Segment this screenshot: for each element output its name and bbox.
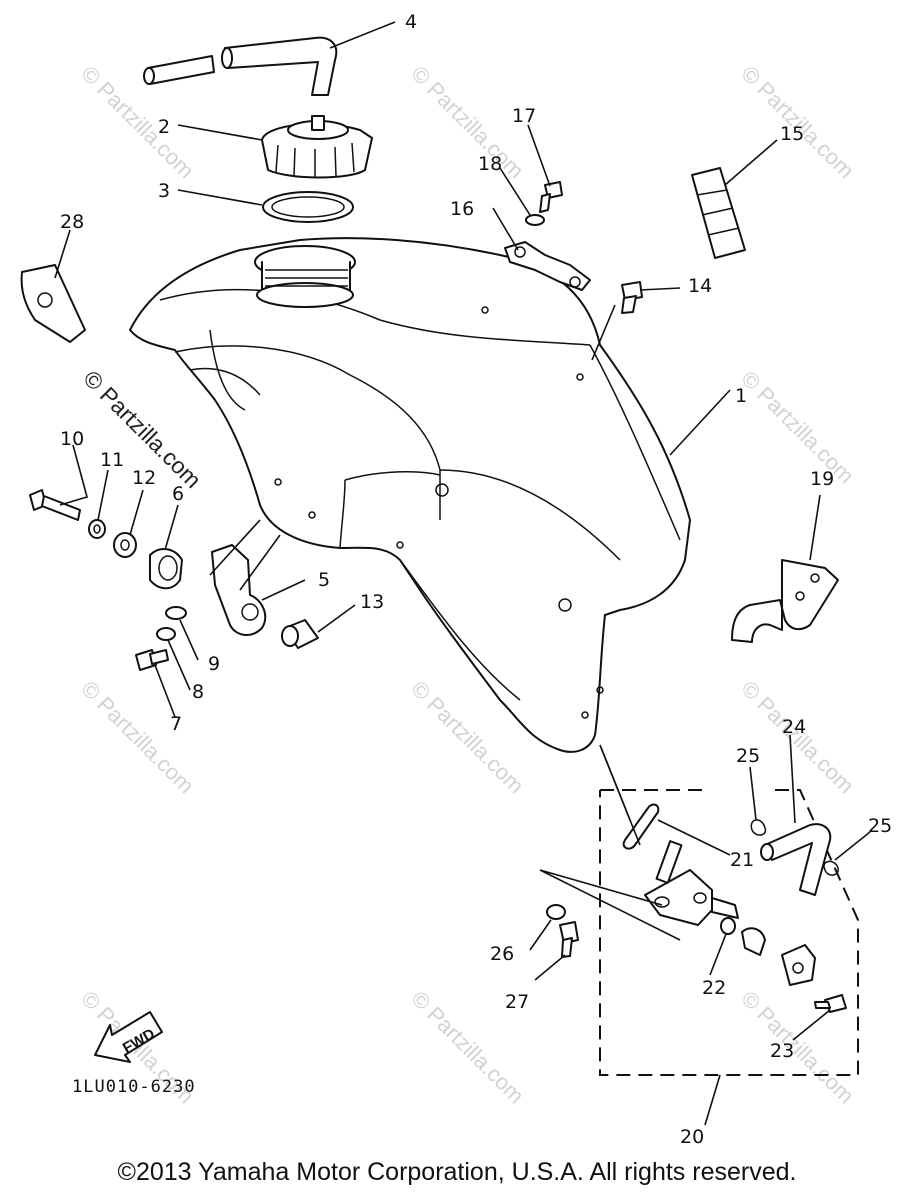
callout-6: 6 [172,483,184,505]
bolt-17 [539,181,563,213]
callout-14: 14 [688,275,712,297]
stay-19 [731,559,839,643]
watermark: © Partzilla.com [736,366,859,489]
callout-1: 1 [735,385,747,407]
damper-6 [149,548,183,590]
bracket-16 [504,241,591,291]
copyright-notice: ©2013 Yamaha Motor Corporation, U.S.A. A… [117,1158,797,1186]
callout-20: 20 [680,1126,704,1148]
callout-1-4: 4 [405,11,417,33]
leader-lines [54,21,871,1126]
callout-16: 16 [450,198,474,220]
washer-11 [88,519,106,539]
breather-hose [143,36,338,96]
callout-18: 18 [478,153,502,175]
callout-2: 2 [158,116,170,138]
callout-12: 12 [132,467,156,489]
callout-7: 7 [170,713,182,735]
drawing-code: 1LU010-6230 [72,1077,196,1097]
bracket-28 [20,264,86,343]
watermark: © Partzilla.com [406,61,529,184]
callout-11: 11 [100,449,124,471]
washer-18 [525,214,545,226]
washer-9 [165,606,187,620]
bolt-10 [29,489,81,521]
callout-9: 9 [208,653,220,675]
callout-27: 27 [505,991,529,1013]
callout-13: 13 [360,591,384,613]
fuel-tank [129,237,691,753]
callout-8: 8 [192,681,204,703]
callout-25-top: 25 [736,745,760,767]
callout-28: 28 [60,211,84,233]
bolt-14 [621,281,643,314]
callout-21: 21 [730,849,754,871]
callout-24: 24 [782,716,806,738]
callout-22: 22 [702,977,726,999]
damper-15 [691,167,746,259]
washer-12 [113,532,137,558]
washer-8 [156,627,176,641]
callout-19: 19 [810,468,834,490]
callout-25-right: 25 [868,815,892,837]
callout-26: 26 [490,943,514,965]
callout-23: 23 [770,1040,794,1062]
callout-3: 3 [158,180,170,202]
collar-13 [281,619,319,649]
fuel-cap [261,115,373,179]
cap-gasket [262,191,354,223]
bolt-7 [135,649,169,671]
callout-labels: 4 2 3 28 1 15 16 17 18 14 10 11 12 6 5 1… [60,11,892,1148]
callout-10: 10 [60,428,84,450]
fuel-cock-assembly [539,789,859,1076]
assembly-boundary [599,789,859,1076]
callout-5: 5 [318,569,330,591]
callout-17: 17 [512,105,536,127]
callout-15: 15 [780,123,804,145]
watermark: © Partzilla.com [76,676,199,799]
stay-5 [211,544,267,636]
